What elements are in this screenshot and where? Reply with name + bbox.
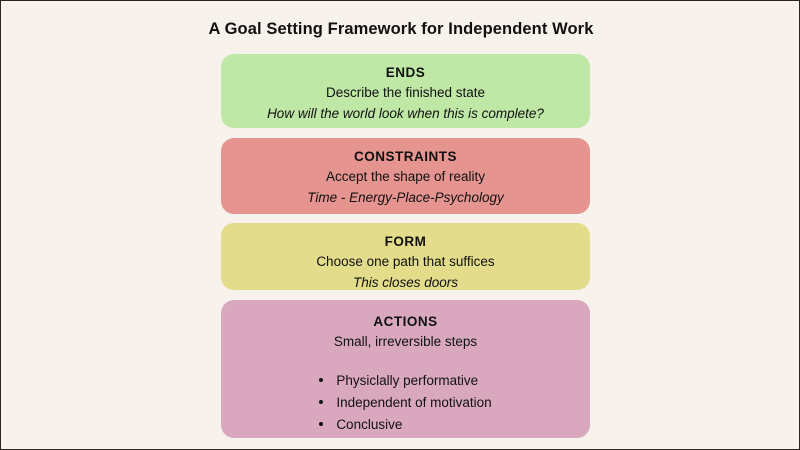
card-form-title: FORM xyxy=(384,234,427,249)
card-form-note: This closes doors xyxy=(352,275,459,290)
card-constraints-note: Time - Energy-Place-Psychology xyxy=(307,190,504,205)
card-actions-bullet-list: Physiclally performative Independent of … xyxy=(319,370,492,436)
card-actions: ACTIONS Small, irreversible steps Physic… xyxy=(221,300,590,438)
card-ends: ENDS Describe the finished state How wil… xyxy=(221,54,590,128)
list-item-label: Independent of motivation xyxy=(336,395,492,410)
list-item-label: Physiclally performative xyxy=(336,373,479,388)
list-item: Independent of motivation xyxy=(319,392,492,414)
card-form: FORM Choose one path that suffices This … xyxy=(221,223,590,290)
list-item: Conclusive xyxy=(319,414,491,436)
bullet-dot-icon xyxy=(319,378,324,382)
card-constraints-subtitle: Accept the shape of reality xyxy=(325,169,486,184)
card-actions-subtitle: Small, irreversible steps xyxy=(333,334,478,349)
bullet-dot-icon xyxy=(319,400,324,404)
card-ends-title: ENDS xyxy=(385,65,426,80)
card-actions-title: ACTIONS xyxy=(373,314,438,329)
card-form-subtitle: Choose one path that suffices xyxy=(316,254,495,269)
card-constraints: CONSTRAINTS Accept the shape of reality … xyxy=(221,138,590,214)
card-ends-subtitle: Describe the finished state xyxy=(325,85,486,100)
page-title: A Goal Setting Framework for Independent… xyxy=(208,20,594,38)
list-item-label: Conclusive xyxy=(336,417,403,432)
card-constraints-title: CONSTRAINTS xyxy=(354,149,457,164)
card-ends-note: How will the world look when this is com… xyxy=(267,106,544,121)
list-item: Physiclally performative xyxy=(319,370,491,392)
bullet-dot-icon xyxy=(319,422,324,426)
